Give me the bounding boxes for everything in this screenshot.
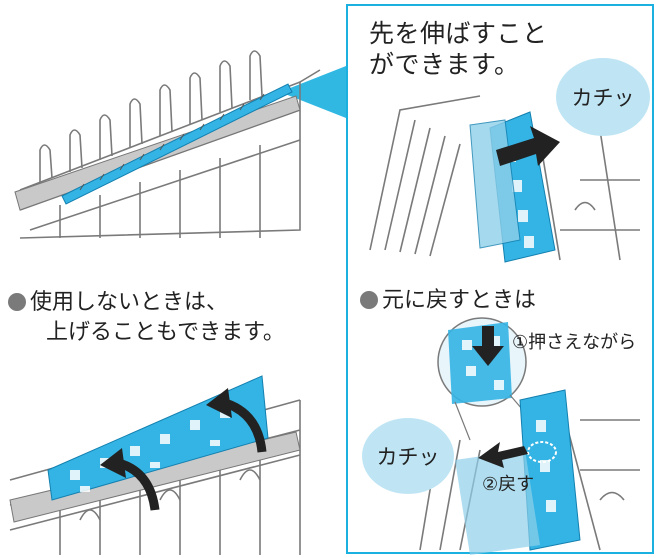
bullet-dot-icon [360,291,378,309]
fold-caption-text1: 使用しないときは、 [30,290,229,315]
return-heading-text: 元に戻すときは [382,288,537,313]
step2-label: ②戻す [482,470,534,496]
step2-number: ② [482,474,499,495]
fold-caption-line1: 使用しないときは、 [8,288,228,318]
extend-title-line1: 先を伸ばすこと [369,19,548,48]
extend-title: 先を伸ばすこと ができます。 [369,18,548,80]
folding-clip-top [61,83,293,205]
step2-text: 戻す [498,474,535,495]
callout-pointer [280,66,346,118]
bullet-dot-icon [8,293,26,311]
extend-title-line2: ができます。 [369,50,520,79]
step1-number: ① [512,332,529,353]
click-bubble-top: カチッ [556,58,650,136]
fold-caption-line2: 上げることもできます。 [46,320,285,345]
click-bubble-bottom: カチッ [362,418,454,494]
step1-label: ①押さえながら [512,328,636,354]
return-heading: 元に戻すときは [360,286,536,316]
step1-text: 押さえながら [528,332,637,353]
push-back-arrow-icon [478,442,528,468]
press-down-arrow-icon [472,346,504,366]
extend-arrow-icon [496,126,560,166]
